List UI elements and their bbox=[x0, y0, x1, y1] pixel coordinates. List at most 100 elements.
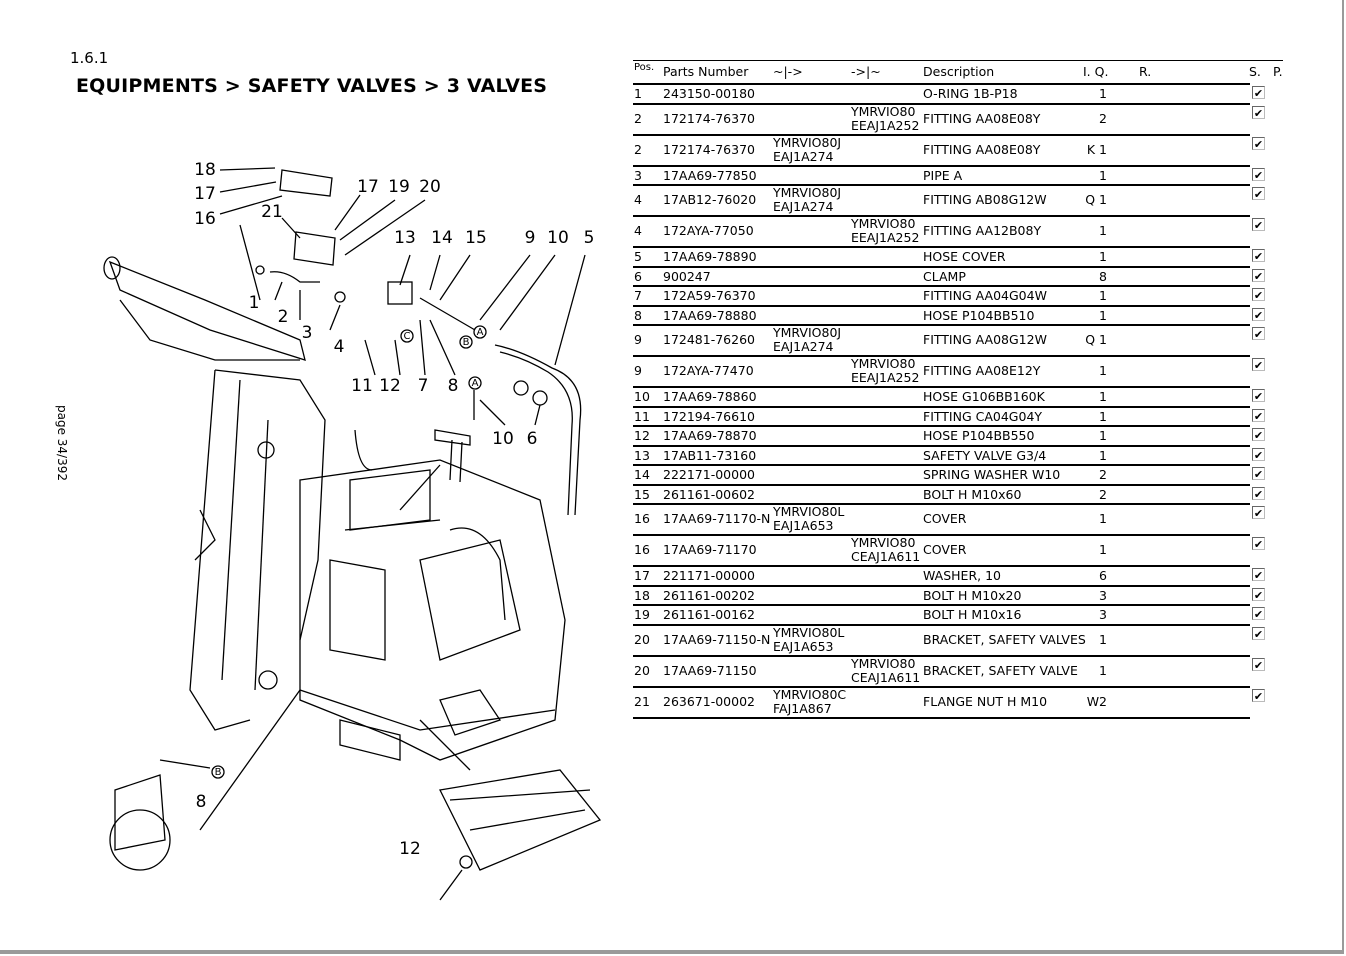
row-checkbox[interactable]: ✔ bbox=[1252, 568, 1265, 582]
row-part-number: 17AB11-73160 bbox=[663, 447, 757, 463]
callout-label: 12 bbox=[399, 839, 421, 859]
row-part-number: 17AA69-78870 bbox=[663, 428, 757, 443]
row-part-number: 900247 bbox=[663, 268, 711, 284]
row-quantity: 2 bbox=[1099, 467, 1107, 482]
row-from-serial: YMRVIO80J EAJ1A274 bbox=[773, 134, 842, 164]
callout-label: 19 bbox=[388, 177, 410, 197]
row-quantity: 1 bbox=[1099, 307, 1107, 323]
row-description: COVER bbox=[923, 511, 967, 526]
row-quantity: 1 bbox=[1099, 662, 1107, 678]
row-part-number: 221171-00000 bbox=[663, 568, 755, 583]
row-description: BOLT H M10x60 bbox=[923, 486, 1022, 502]
row-description: FITTING AA08G12W bbox=[923, 332, 1047, 347]
callout-label: 11 bbox=[351, 376, 373, 396]
row-description: HOSE G106BB160K bbox=[923, 389, 1045, 404]
row-pos: 3 bbox=[634, 167, 642, 183]
row-checkbox[interactable]: ✔ bbox=[1252, 389, 1265, 403]
row-description: FITTING AA04G04W bbox=[923, 288, 1047, 303]
row-from-serial: YMRVIO80J EAJ1A274 bbox=[773, 185, 842, 214]
row-pos: 20 bbox=[634, 631, 650, 647]
row-quantity: 3 bbox=[1099, 587, 1107, 603]
row-checkbox[interactable]: ✔ bbox=[1252, 218, 1265, 232]
row-checkbox[interactable]: ✔ bbox=[1252, 607, 1265, 621]
row-pos: 21 bbox=[634, 693, 650, 709]
row-part-number: 172174-76370 bbox=[663, 141, 755, 157]
callout-label: 2 bbox=[277, 307, 289, 327]
row-checkbox[interactable]: ✔ bbox=[1252, 288, 1265, 302]
row-to-serial: YMRVIO80 EEAJ1A252 bbox=[851, 356, 920, 385]
row-checkbox[interactable]: ✔ bbox=[1252, 187, 1265, 201]
row-quantity: 1 bbox=[1099, 389, 1107, 404]
row-checkbox[interactable]: ✔ bbox=[1252, 447, 1265, 462]
row-pos: 13 bbox=[634, 447, 650, 463]
row-description: COVER bbox=[923, 542, 967, 557]
row-checkbox[interactable]: ✔ bbox=[1252, 249, 1265, 263]
row-description: WASHER, 10 bbox=[923, 568, 1001, 583]
row-pos: 15 bbox=[634, 486, 650, 502]
row-description: HOSE P104BB510 bbox=[923, 307, 1035, 323]
row-part-number: 172AYA-77470 bbox=[663, 363, 754, 378]
row-checkbox[interactable]: ✔ bbox=[1252, 587, 1265, 602]
row-part-number: 17AB12-76020 bbox=[663, 192, 757, 207]
row-quantity: 3 bbox=[1099, 607, 1107, 622]
row-pos: 20 bbox=[634, 662, 650, 678]
row-checkbox[interactable]: ✔ bbox=[1252, 486, 1265, 501]
callout-label: 21 bbox=[261, 202, 283, 222]
row-checkbox[interactable]: ✔ bbox=[1252, 537, 1265, 551]
header-s: S. bbox=[1249, 64, 1261, 79]
row-checkbox[interactable]: ✔ bbox=[1252, 506, 1265, 520]
row-pos: 4 bbox=[634, 223, 642, 238]
row-description: BOLT H M10x16 bbox=[923, 607, 1022, 622]
row-checkbox[interactable]: ✔ bbox=[1252, 268, 1265, 283]
row-checkbox[interactable]: ✔ bbox=[1252, 167, 1265, 182]
row-checkbox[interactable]: ✔ bbox=[1252, 358, 1265, 372]
row-description: FITTING AA08E08Y bbox=[923, 141, 1041, 157]
row-checkbox[interactable]: ✔ bbox=[1252, 105, 1265, 120]
row-checkbox[interactable]: ✔ bbox=[1252, 688, 1265, 703]
row-part-number: 17AA69-78860 bbox=[663, 389, 757, 404]
marker-a: A bbox=[472, 378, 479, 389]
row-quantity: 6 bbox=[1099, 568, 1107, 583]
row-quantity: 1 bbox=[1099, 167, 1107, 183]
marker-a: A bbox=[477, 327, 484, 338]
row-checkbox[interactable]: ✔ bbox=[1252, 467, 1265, 481]
row-checkbox[interactable]: ✔ bbox=[1252, 327, 1265, 341]
row-checkbox[interactable]: ✔ bbox=[1252, 626, 1265, 641]
row-pos: 19 bbox=[634, 607, 650, 622]
row-pos: 14 bbox=[634, 467, 650, 482]
row-part-number: 172481-76260 bbox=[663, 332, 755, 347]
table-header: Pos. Parts Number ~|-> ->|~ Description … bbox=[633, 60, 1283, 83]
row-pos: 18 bbox=[634, 587, 650, 603]
row-description: FITTING AB08G12W bbox=[923, 192, 1047, 207]
row-description: FITTING AA08E08Y bbox=[923, 110, 1041, 126]
row-checkbox[interactable]: ✔ bbox=[1252, 428, 1265, 442]
row-pos: 16 bbox=[634, 542, 650, 557]
row-checkbox[interactable]: ✔ bbox=[1252, 136, 1265, 151]
table-end-line bbox=[633, 716, 1250, 719]
marker-c: C bbox=[404, 331, 411, 342]
row-checkbox[interactable]: ✔ bbox=[1252, 408, 1265, 423]
row-checkbox[interactable]: ✔ bbox=[1252, 657, 1265, 672]
callout-label: 20 bbox=[419, 177, 441, 197]
row-description: O-RING 1B-P18 bbox=[923, 86, 1018, 101]
row-checkbox[interactable]: ✔ bbox=[1252, 86, 1265, 100]
row-checkbox[interactable]: ✔ bbox=[1252, 307, 1265, 322]
header-description: Description bbox=[923, 64, 995, 79]
page-title: EQUIPMENTS > SAFETY VALVES > 3 VALVES bbox=[76, 75, 548, 97]
